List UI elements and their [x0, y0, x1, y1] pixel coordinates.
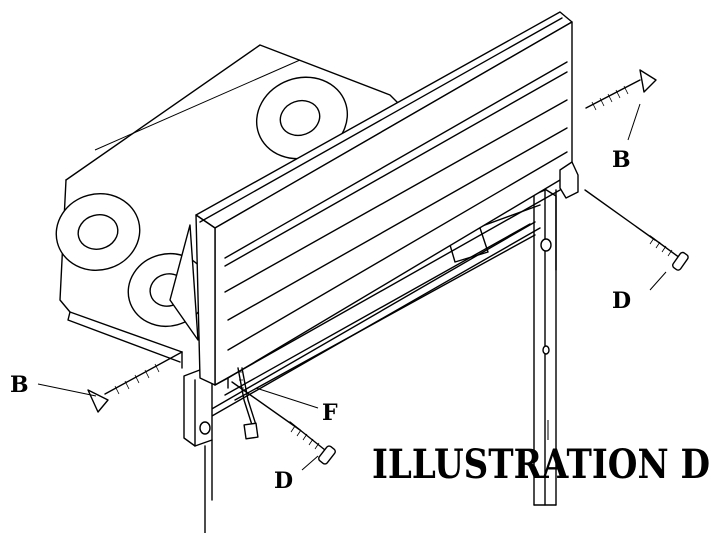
callout-b-left: B	[10, 372, 29, 398]
front-cross-rail	[204, 221, 541, 421]
illustration-title: ILLUSTRATION D	[372, 441, 710, 488]
callout-d-bottom: D	[274, 468, 293, 494]
callout-f: F	[322, 400, 338, 426]
burner-ring-left	[55, 193, 141, 271]
screw-d-bottom	[231, 381, 336, 465]
screw-b-left	[87, 351, 183, 413]
back-panel	[169, 11, 579, 389]
callout-d-right: D	[612, 288, 631, 314]
right-support-leg	[533, 185, 557, 506]
wire-probe	[237, 367, 259, 440]
screw-d-right	[584, 189, 689, 271]
callout-b-top-right: B	[612, 147, 631, 173]
burner-ring-top	[255, 76, 349, 160]
screw-b-top-right	[585, 69, 657, 111]
left-support-leg	[183, 367, 213, 534]
leader-lines	[37, 103, 667, 471]
